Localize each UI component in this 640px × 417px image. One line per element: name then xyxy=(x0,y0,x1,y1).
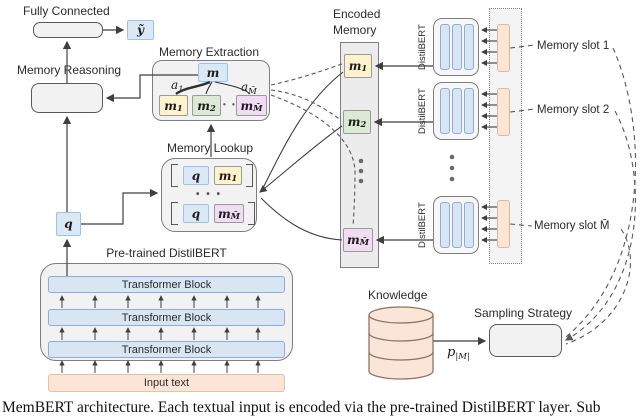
curve-m2-to-lookup xyxy=(259,125,343,193)
mM-base: m xyxy=(217,206,231,221)
memory-slot-bar-M xyxy=(497,200,510,248)
distilbert-vertical-label-1: DistilBERT xyxy=(417,24,428,70)
knowledge-database-icon xyxy=(368,306,434,380)
memory-slot-M-label: Memory slot M̄ xyxy=(534,220,610,232)
transformer-block-1: Transformer Block xyxy=(48,276,285,293)
aggregated-memory-box: m xyxy=(198,63,228,82)
p-sub: |M| xyxy=(455,352,470,362)
sampling-strategy-box xyxy=(489,324,562,357)
p-base: p xyxy=(447,345,456,360)
dashed-to-m1 xyxy=(270,63,343,86)
memory-reasoning-box xyxy=(31,83,103,113)
attention-weight-aM-label: aM̄ xyxy=(241,78,257,97)
encoder-layer-bar xyxy=(440,88,450,134)
input-text-label: Input text xyxy=(143,377,190,389)
knowledge-label: Knowledge xyxy=(368,288,428,302)
m1-sub: 1 xyxy=(176,103,183,114)
sampling-probability-label: p|M| xyxy=(447,343,470,362)
attention-weight-a1-label: a1 xyxy=(171,76,184,95)
extraction-ellipsis: • • • xyxy=(223,100,246,109)
mM-sub: M̄ xyxy=(253,103,263,114)
aM-sub: M̄ xyxy=(248,87,257,97)
lookup-bracket-right-1 xyxy=(246,164,253,187)
mM-base: m xyxy=(346,233,360,247)
transformer-block-3: Transformer Block xyxy=(48,341,285,358)
figure-caption: MemBERT architecture. Each textual input… xyxy=(2,399,601,416)
m1-base: m xyxy=(348,59,362,73)
input-text-bar: Input text xyxy=(48,374,285,392)
encoder-layer-bar xyxy=(452,24,462,70)
memory-slot-bar-2 xyxy=(497,88,510,136)
mM-base: m xyxy=(240,98,254,113)
memory-slot-bar-1 xyxy=(497,24,510,72)
encoded-line1: Encoded xyxy=(333,7,381,21)
transformer-block-2: Transformer Block xyxy=(48,309,285,326)
arrow-q-to-lookup xyxy=(81,188,159,225)
pretrained-distilbert-label: Pre-trained DistilBERT xyxy=(106,246,227,260)
encoder-layer-bar xyxy=(440,24,450,70)
curve-mM-to-lookup xyxy=(260,197,343,241)
q-symbol: q xyxy=(64,217,73,231)
memory-slot-2-label: Memory slot 2 xyxy=(537,104,610,116)
lookup-bracket-left-1 xyxy=(171,164,178,187)
fully-connected-box xyxy=(33,22,103,38)
sampling-strategy-label: Sampling Strategy xyxy=(474,306,573,320)
lookup-bracket-right-2 xyxy=(248,202,255,225)
lookup-bracket-left-2 xyxy=(171,202,178,225)
m2-base: m xyxy=(197,98,210,113)
memory-lookup-label: Memory Lookup xyxy=(167,141,254,155)
curve-slot1-to-sampling xyxy=(565,47,637,338)
y-hat-symbol: ỹ xyxy=(137,23,144,37)
m1-sub: 1 xyxy=(231,173,238,184)
encoded-line2: Memory xyxy=(333,23,377,37)
encoder-layer-bar xyxy=(464,202,474,248)
y-hat-output-box: ỹ xyxy=(127,20,154,40)
encoded-to-lookup-curves xyxy=(259,71,344,241)
slot-dashed-links xyxy=(509,44,637,345)
encoder-layer-bar xyxy=(452,88,462,134)
curve-slotM-to-sampling xyxy=(565,228,631,345)
q-symbol: q xyxy=(191,206,201,221)
encoder-layer-bar xyxy=(464,88,474,134)
encoder-layer-bar xyxy=(464,24,474,70)
m2-base: m xyxy=(347,115,361,129)
mM-sub: M̄ xyxy=(230,211,241,222)
distilbert-vertical-label-2: DistilBERT xyxy=(417,88,428,134)
lookup-q-1: q xyxy=(183,166,209,185)
query-box: q xyxy=(56,212,81,236)
fully-connected-label: Fully Connected xyxy=(23,4,110,18)
memory-slot-1-label: Memory slot 1 xyxy=(537,40,610,52)
transformer-block-1-label: Transformer Block xyxy=(121,278,212,291)
mM-sub: M̄ xyxy=(359,238,370,248)
lookup-ellipsis: • • • xyxy=(196,189,223,200)
m1-base: m xyxy=(218,168,232,183)
m2-sub: 2 xyxy=(360,120,367,130)
transformer-block-3-label: Transformer Block xyxy=(121,343,212,356)
q-symbol: q xyxy=(191,168,201,183)
distilbert-vertical-label-3: DistilBERT xyxy=(417,202,428,248)
transformer-block-2-label: Transformer Block xyxy=(121,311,212,324)
encoder-layer-bar xyxy=(440,202,450,248)
m1-sub: 1 xyxy=(361,64,368,74)
m2-sub: 2 xyxy=(209,103,216,114)
m1-base: m xyxy=(164,98,177,113)
lookup-q-2: q xyxy=(183,204,209,223)
memory-reasoning-label: Memory Reasoning xyxy=(17,63,122,77)
a1-sub: 1 xyxy=(178,85,184,95)
memory-extraction-label: Memory Extraction xyxy=(159,45,260,59)
curve-m1-to-lookup xyxy=(261,71,344,191)
dashed-to-m2 xyxy=(270,89,342,121)
encoder-layer-bar xyxy=(452,202,462,248)
m-symbol: m xyxy=(206,65,220,80)
